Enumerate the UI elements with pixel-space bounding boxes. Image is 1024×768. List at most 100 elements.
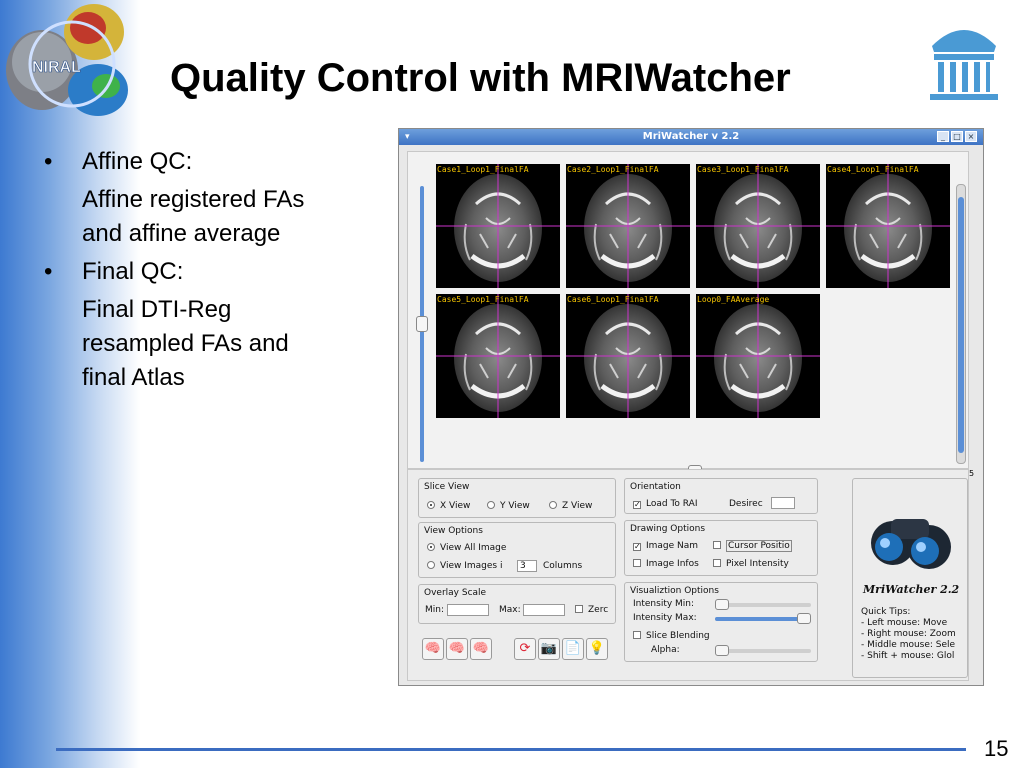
document-icon[interactable]: 📄 [562,638,584,660]
lightbulb-icon[interactable]: 💡 [586,638,608,660]
bullet-dot-icon: • [44,258,53,285]
image-name-checkbox[interactable]: ✓Image Nam [633,541,699,551]
svg-text:NIRAL: NIRAL [32,59,81,76]
intensity-min-slider[interactable] [715,599,811,610]
image-caption: Case2_Loop1_FinalFA [567,165,659,174]
image-infos-checkbox[interactable]: Image Infos [633,559,699,569]
close-icon[interactable]: × [965,131,977,142]
tip-line: - Right mouse: Zoom [861,629,956,639]
slider-handle[interactable] [797,613,811,624]
min-label: Min: [425,605,445,615]
maximize-icon[interactable]: □ [951,131,963,142]
group-title: Overlay Scale [424,588,487,598]
radio-button-icon[interactable] [487,501,495,509]
checkbox-icon[interactable]: ✓ [633,542,641,551]
radio-button-icon[interactable] [427,543,435,551]
load-to-rai-checkbox[interactable]: ✓Load To RAI [633,499,698,509]
tip-line: - Shift + mouse: Glol [861,651,955,661]
bullet-subtext-line: and affine average [82,220,281,247]
slice-blending-checkbox[interactable]: Slice Blending [633,631,710,641]
bullet-subtext: Final DTI-Reg resampled FAs and final At… [44,293,364,395]
bullet-subtext-line: final Atlas [82,364,185,391]
intensity-min-label: Intensity Min: [633,599,695,609]
slide-title: Quality Control with MRIWatcher [170,56,791,100]
overlay-scale-group: Overlay Scale Min: Max: Zerc [418,584,616,624]
refresh-icon[interactable]: ⟳ [514,638,536,660]
page-number: 15 [984,736,1009,761]
bullet-label: Affine QC: [82,148,193,175]
checkbox-icon[interactable] [713,559,721,567]
camera-icon[interactable]: 📷 [538,638,560,660]
radio-button-icon[interactable] [549,501,557,509]
slider-fill [715,617,805,621]
columns-input[interactable]: 3 [517,560,537,572]
zero-checkbox[interactable]: Zerc [575,605,608,615]
bullet-list: • Affine QC: Affine registered FAs and a… [44,145,364,399]
bullet-item: • Final QC: [44,255,364,289]
viewer-vertical-scrollbar[interactable] [956,184,966,464]
view-options-group: View Options View All Image View Images … [418,522,616,578]
overlay-max-input[interactable] [523,604,565,616]
radio-view-all-images[interactable]: View All Image [427,543,506,553]
control-panel: Slice View X View Y View Z View View Opt… [407,469,969,681]
overlay-min-input[interactable] [447,604,489,616]
left-gradient-band [0,0,140,768]
drawing-options-group: Drawing Options ✓Image Nam Cursor Positi… [624,520,818,576]
radio-x-view[interactable]: X View [427,501,470,511]
bullet-subtext: Affine registered FAs and affine average [44,183,364,251]
slider-handle[interactable] [715,645,729,656]
bullet-dot-icon: • [44,148,53,175]
mriwatcher-window: ▾ MriWatcher v 2.2 _ □ × Case1_Loop1_Fin… [398,128,984,686]
checkbox-icon[interactable] [575,605,583,613]
checkbox-icon[interactable]: ✓ [633,500,641,509]
info-title: MriWatcher 2.2 [863,583,960,596]
brain-outline-icon[interactable]: 🧠 [422,638,444,660]
checkbox-icon[interactable] [633,631,641,639]
group-title: Orientation [630,482,681,492]
image-caption: Loop0_FAAverage [697,295,770,304]
checkbox-icon[interactable] [713,541,721,549]
image-caption: Case5_Loop1_FinalFA [437,295,529,304]
toolbar: 🧠 🧠 🧠 ⟳ 📷 📄 💡 [422,638,622,662]
pixel-intensity-checkbox[interactable]: Pixel Intensity [713,559,789,569]
niral-logo: NIRAL [2,0,152,122]
fa-image-case1[interactable]: Case1_Loop1_FinalFA [436,164,560,288]
fa-image-case4[interactable]: Case4_Loop1_FinalFA [826,164,950,288]
footer-rule [56,748,966,751]
intensity-max-slider[interactable] [715,613,811,624]
fa-image-case2[interactable]: Case2_Loop1_FinalFA [566,164,690,288]
fa-image-case5[interactable]: Case5_Loop1_FinalFA [436,294,560,418]
slider-handle[interactable] [715,599,729,610]
cursor-position-checkbox[interactable]: Cursor Positio [713,540,792,552]
checkbox-icon[interactable] [633,559,641,567]
alpha-slider[interactable] [715,645,811,656]
fa-image-case6[interactable]: Case6_Loop1_FinalFA [566,294,690,418]
bullet-subtext-line: Affine registered FAs [82,186,305,213]
radio-z-view[interactable]: Z View [549,501,592,511]
radio-y-view[interactable]: Y View [487,501,530,511]
image-viewer: Case1_Loop1_FinalFA Case2_Loop1_FinalFA … [407,151,974,478]
max-label: Max: [499,605,521,615]
fa-image-average[interactable]: Loop0_FAAverage [696,294,820,418]
window-titlebar[interactable]: ▾ MriWatcher v 2.2 _ □ × [399,129,983,145]
fa-image-case3[interactable]: Case3_Loop1_FinalFA [696,164,820,288]
tip-line: - Left mouse: Move [861,618,948,628]
radio-button-icon[interactable] [427,501,435,509]
minimize-icon[interactable]: _ [937,131,949,142]
image-caption: Case1_Loop1_FinalFA [437,165,529,174]
brain-color-icon[interactable]: 🧠 [446,638,468,660]
binoculars-icon [871,519,951,569]
scrollbar-thumb[interactable] [958,197,964,453]
brain-pale-icon[interactable]: 🧠 [470,638,492,660]
visualization-options-group: Visualiztion Options Intensity Min: Inte… [624,582,818,662]
columns-label: Columns [543,561,583,571]
window-menu-icon[interactable]: ▾ [405,132,410,142]
group-title: Drawing Options [630,524,706,534]
group-title: Slice View [424,482,470,492]
image-caption: Case3_Loop1_FinalFA [697,165,789,174]
desired-label: Desirec [729,499,763,509]
desired-input[interactable] [771,497,795,509]
radio-view-images-in[interactable]: View Images i [427,561,502,571]
zoom-vertical-slider-handle[interactable] [416,316,428,332]
radio-button-icon[interactable] [427,561,435,569]
